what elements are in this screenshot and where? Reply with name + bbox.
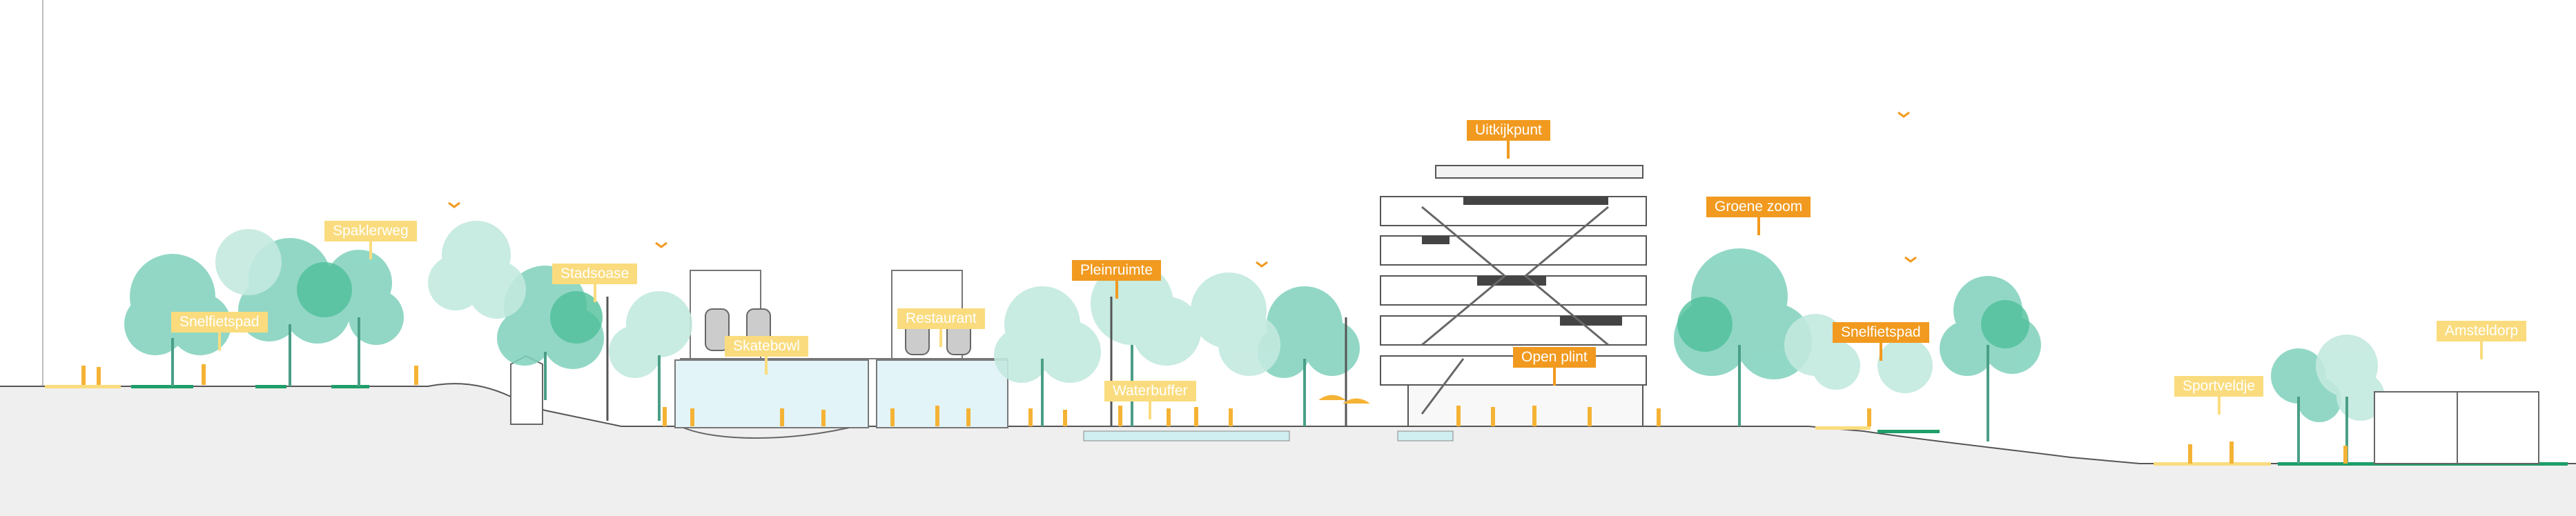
trees <box>124 221 2385 464</box>
label-sportveldje: Sportveldje <box>2174 376 2264 415</box>
label-uitkijkpunt: Uitkijkpunt <box>1467 120 1550 159</box>
lamp-posts <box>606 297 1347 426</box>
label-spaklerweg: Spaklerweg <box>324 221 417 259</box>
umbrellas <box>1318 395 1370 404</box>
label-amsteldorp: Amsteldorp <box>2437 321 2527 359</box>
skatebowl-structure <box>674 270 1008 439</box>
people <box>81 364 2348 464</box>
label-groene-zoom: Groene zoom <box>1706 197 1811 235</box>
birds <box>448 111 1917 268</box>
label-pleinruimte: Pleinruimte <box>1072 260 1162 299</box>
label-open-plint: Open plint <box>1513 347 1596 386</box>
label-stadsoase: Stadsoase <box>552 264 638 302</box>
label-skatebowl: Skatebowl <box>725 336 808 375</box>
kiosk <box>510 355 543 425</box>
label-waterbuffer: Waterbuffer <box>1104 381 1196 419</box>
restaurant-structure <box>876 359 1008 428</box>
label-snelfietspad-right: Snelfietspad <box>1833 322 1929 361</box>
waterbuffer-basin <box>1083 430 1290 441</box>
trams <box>705 308 971 355</box>
label-restaurant: Restaurant <box>897 308 985 347</box>
building <box>1380 165 1647 427</box>
ground <box>0 384 2576 516</box>
label-snelfietspad-left: Snelfietspad <box>171 312 268 350</box>
